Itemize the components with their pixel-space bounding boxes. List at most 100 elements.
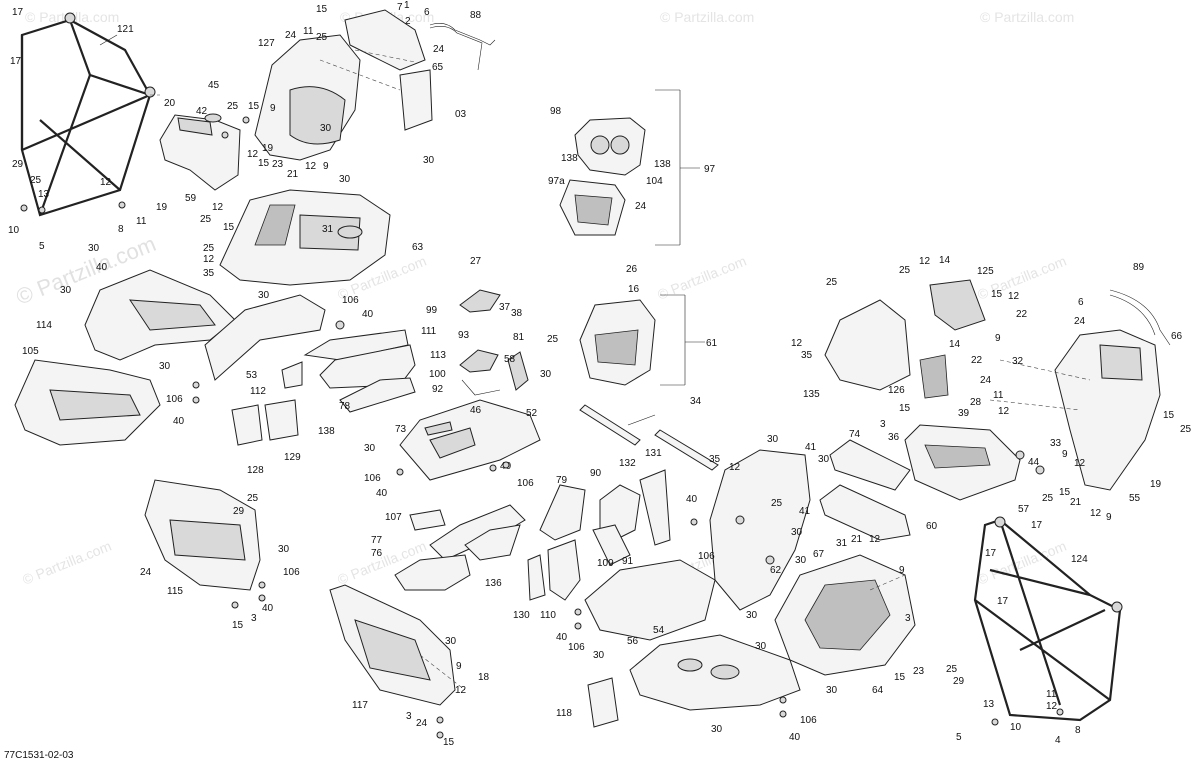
callout: 21 — [1070, 497, 1082, 508]
callout: 25 — [30, 175, 42, 186]
callout: 25 — [899, 265, 911, 276]
callout: 136 — [485, 578, 502, 589]
callout: 15 — [1163, 410, 1175, 421]
callout: 106 — [166, 394, 183, 405]
callout: 9 — [270, 103, 276, 114]
callout: 24 — [416, 718, 428, 729]
callout: 12 — [1008, 291, 1020, 302]
callout: 12 — [1074, 458, 1086, 469]
callout: 30 — [593, 650, 605, 661]
callout: 21 — [287, 169, 299, 180]
watermark: © Partzilla.com — [980, 9, 1074, 25]
watermark: © Partzilla.com — [660, 9, 754, 25]
callout: 23 — [272, 159, 284, 170]
callout: 106 — [364, 473, 381, 484]
rail-60 — [819, 484, 911, 541]
callout: 112 — [250, 386, 266, 397]
callout: 27 — [470, 256, 482, 267]
callout: 15 — [316, 4, 328, 15]
callout: 114 — [36, 320, 52, 331]
callout: 17 — [12, 7, 24, 18]
callout: 58 — [504, 354, 516, 365]
callout: 35 — [709, 454, 721, 465]
callout: 30 — [767, 434, 779, 445]
callout: 20 — [164, 98, 176, 109]
callout: 17 — [10, 56, 22, 67]
floor-54 — [584, 559, 716, 641]
panel-117 — [329, 584, 456, 706]
callout: 9 — [456, 661, 462, 672]
callout: 131 — [645, 448, 662, 459]
callout: 31 — [836, 538, 848, 549]
callout: 54 — [653, 625, 665, 636]
callout: 8 — [1075, 725, 1081, 736]
floor-tub-63 — [219, 189, 391, 286]
callout: 11 — [303, 26, 314, 37]
callout: 24 — [285, 30, 297, 41]
callout: 74 — [849, 429, 861, 440]
callout: 40 — [362, 309, 374, 320]
callout: 36 — [888, 432, 900, 443]
callout: 106 — [800, 715, 817, 726]
callout: 78 — [339, 401, 351, 412]
callout: 111 — [421, 326, 437, 337]
callout: 15 — [232, 620, 244, 631]
callout: 67 — [813, 549, 825, 560]
callout: 3 — [905, 613, 911, 624]
callout: 12 — [100, 177, 112, 188]
callout: 30 — [278, 544, 290, 555]
callout: 22 — [971, 355, 983, 366]
callout: 42 — [196, 106, 208, 117]
callout: 33 — [1050, 438, 1062, 449]
callout: 19 — [262, 143, 274, 154]
callout: 40 — [96, 262, 108, 273]
callout: 12 — [212, 202, 224, 213]
callout: 13 — [38, 189, 50, 200]
callout: 73 — [395, 424, 407, 435]
callout: 29 — [12, 159, 24, 170]
seat-base-57 — [904, 424, 1021, 501]
callout: 8 — [118, 224, 124, 235]
callout: 100 — [429, 369, 446, 380]
callout: 106 — [568, 642, 585, 653]
callout: 19 — [156, 202, 168, 213]
callout: 29 — [953, 676, 965, 687]
floor-mats — [394, 504, 526, 591]
callout: 30 — [826, 685, 838, 696]
callout: 2 — [405, 16, 411, 27]
callout: 138 — [654, 159, 671, 170]
callout: 25 — [227, 101, 239, 112]
callout: 77 — [371, 535, 383, 546]
callout: 30 — [88, 243, 100, 254]
callout: 104 — [646, 176, 663, 187]
bracket-99 — [459, 289, 529, 396]
callout: 25 — [946, 664, 958, 675]
dash-panel-61 — [579, 294, 705, 386]
callout: 98 — [550, 106, 562, 117]
callout: 30 — [60, 285, 72, 296]
callout: 121 — [117, 24, 134, 35]
callout: 124 — [1071, 554, 1088, 565]
callout: 9 — [995, 333, 1001, 344]
callout: 12 — [455, 685, 467, 696]
callout: 25 — [1042, 493, 1054, 504]
callout: 44 — [1028, 457, 1040, 468]
callout: 29 — [233, 506, 245, 517]
callout: 41 — [799, 506, 811, 517]
callout: 34 — [690, 396, 702, 407]
callout: 30 — [258, 290, 270, 301]
storage-bin-59 — [159, 113, 241, 191]
callout: 62 — [770, 565, 782, 576]
callout: 40 — [686, 494, 698, 505]
callout: 15 — [223, 222, 235, 233]
callout: 12 — [1046, 701, 1058, 712]
callout: 38 — [511, 308, 523, 319]
callout: 3 — [251, 613, 257, 624]
callout: 127 — [258, 38, 275, 49]
callout: 79 — [556, 475, 568, 486]
fasteners — [20, 116, 1064, 739]
callout: 30 — [711, 724, 723, 735]
callout: 138 — [318, 426, 335, 437]
callout: 45 — [208, 80, 220, 91]
